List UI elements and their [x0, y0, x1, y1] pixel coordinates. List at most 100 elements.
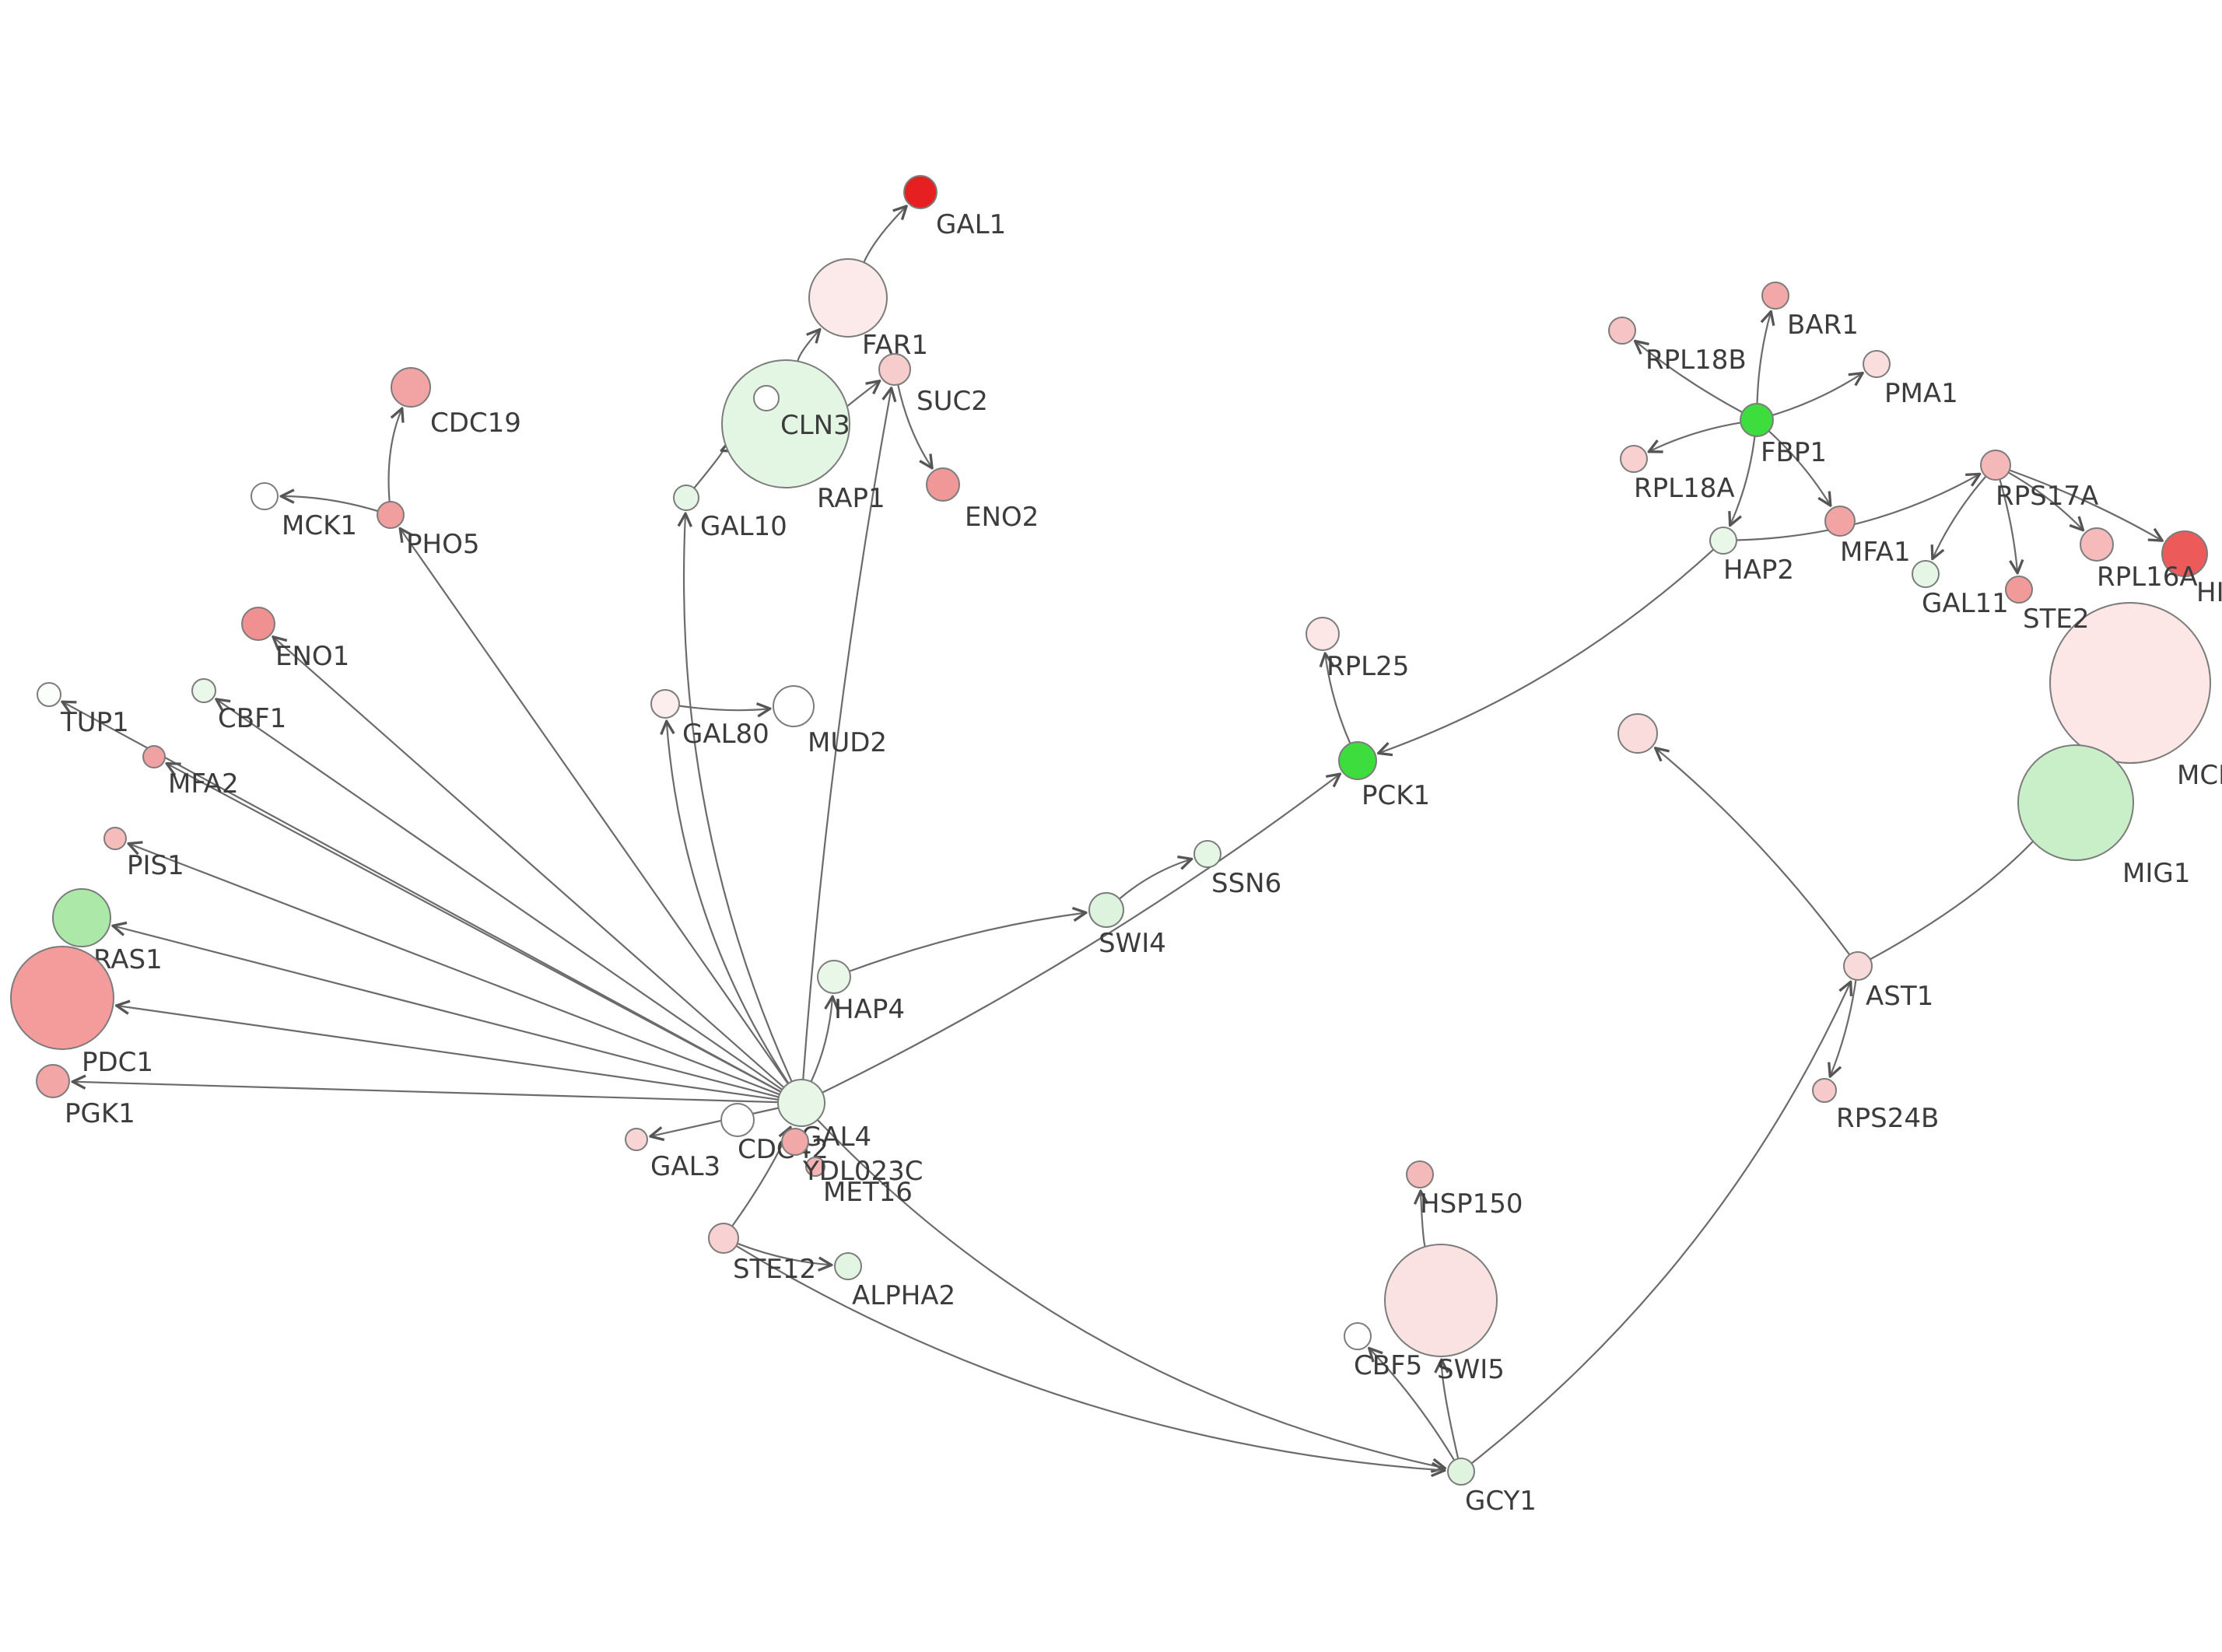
node-ENO1[interactable] — [241, 607, 275, 641]
node-CLN3[interactable] — [753, 385, 780, 411]
node-PCK1[interactable] — [1338, 741, 1377, 780]
edge-GAL80-MUD2[interactable] — [678, 705, 769, 710]
edge-AST1-RPS24B[interactable] — [1831, 979, 1857, 1076]
edge-RPS17A-GAL11[interactable] — [1933, 475, 1987, 558]
node-UNNAMED1[interactable] — [1617, 713, 1658, 754]
edge-RAP1-SUC2[interactable] — [846, 382, 879, 408]
edge-FBP1-BAR1[interactable] — [1756, 313, 1771, 404]
edge-GCY1-SWI5[interactable] — [1442, 1361, 1460, 1459]
edge-GAL4-PCK1[interactable] — [822, 775, 1339, 1094]
node-FAR1[interactable] — [808, 258, 888, 338]
node-CBF1[interactable] — [191, 678, 216, 703]
node-RPL25[interactable] — [1306, 617, 1340, 651]
node-ALPHA2[interactable] — [834, 1252, 862, 1280]
edge-HAP4-SWI4[interactable] — [849, 913, 1085, 972]
edge-SUC2-ENO2[interactable] — [897, 384, 931, 467]
edge-GAL4-TUP1[interactable] — [63, 702, 782, 1093]
edge-GAL4-PDC1[interactable] — [117, 1006, 779, 1101]
edge-FBP1-HAP2[interactable] — [1730, 436, 1756, 524]
node-MFA1[interactable] — [1824, 506, 1856, 537]
edge-GAL4-GAL3[interactable] — [652, 1107, 779, 1136]
edge-RPS17A-RPL16A[interactable] — [2007, 471, 2082, 529]
node-SWI5[interactable] — [1384, 1244, 1498, 1357]
edge-FBP1-MFA1[interactable] — [1768, 430, 1830, 504]
node-PGK1[interactable] — [36, 1064, 70, 1098]
edge-PHO5-MCK1[interactable] — [282, 496, 379, 513]
node-PHO5[interactable] — [377, 501, 405, 529]
node-MFA2[interactable] — [142, 745, 166, 768]
node-CDC42[interactable] — [720, 1103, 755, 1137]
edge-GAL4-PIS1[interactable] — [130, 844, 780, 1096]
node-GAL3[interactable] — [625, 1128, 648, 1151]
edge-AST1-UNNAMED1[interactable] — [1656, 749, 1851, 956]
edge-GAL4-GAL80[interactable] — [667, 723, 790, 1084]
edge-GAL4-HAP4[interactable] — [810, 998, 832, 1083]
node-PIS1[interactable] — [103, 827, 127, 850]
edge-SWI5-HSP150[interactable] — [1421, 1192, 1425, 1248]
node-RPL18B[interactable] — [1608, 317, 1636, 345]
edge-GAL4-RAS1[interactable] — [114, 926, 780, 1098]
edge-RAP1-FAR1[interactable] — [797, 331, 818, 362]
node-CDC19[interactable] — [391, 367, 431, 408]
edge-STE12-GCY1[interactable] — [735, 1244, 1443, 1471]
node-RAP1[interactable] — [721, 359, 850, 488]
node-SUC2[interactable] — [878, 353, 911, 386]
node-RPS24B[interactable] — [1812, 1078, 1837, 1103]
node-RAS1[interactable] — [52, 888, 111, 947]
edge-HAP2-PCK1[interactable] — [1379, 548, 1715, 752]
edge-GCY1-AST1[interactable] — [1470, 983, 1850, 1465]
edge-PHO5-CDC19[interactable] — [387, 410, 402, 502]
node-MUD2[interactable] — [773, 685, 815, 727]
node-FBP1[interactable] — [1740, 403, 1774, 437]
edge-FBP1-PMA1[interactable] — [1772, 374, 1862, 416]
node-GAL1[interactable] — [903, 175, 938, 209]
edge-HAP2-RPS17A[interactable] — [1736, 474, 1978, 541]
node-PMA1[interactable] — [1863, 350, 1891, 378]
node-SWI4[interactable] — [1088, 892, 1124, 928]
node-STE2[interactable] — [2005, 576, 2033, 604]
edge-STE12-ALPHA2[interactable] — [737, 1242, 830, 1265]
node-HAP2[interactable] — [1709, 527, 1737, 555]
node-GAL80[interactable] — [650, 689, 680, 719]
edge-GAL4-PGK1[interactable] — [74, 1082, 779, 1104]
node-YDL023C[interactable] — [781, 1128, 809, 1156]
node-MET16[interactable] — [805, 1157, 825, 1177]
edge-GAL4-SUC2[interactable] — [802, 390, 891, 1080]
edge-GAL10-RAP1[interactable] — [693, 450, 723, 489]
node-STE12[interactable] — [708, 1223, 739, 1254]
node-CBF5[interactable] — [1344, 1322, 1372, 1350]
edge-RPS17A-HIS4[interactable] — [2009, 469, 2161, 541]
node-HAP4[interactable] — [817, 960, 851, 994]
node-AST1[interactable] — [1843, 951, 1873, 981]
edge-RPS17A-STE2[interactable] — [1999, 478, 2017, 572]
node-MIG1[interactable] — [2017, 744, 2134, 861]
edge-FBP1-RPL18B[interactable] — [1636, 342, 1743, 414]
node-ENO2[interactable] — [926, 467, 960, 502]
node-SSN6[interactable] — [1193, 840, 1221, 868]
edge-GAL4-CBF1[interactable] — [217, 700, 783, 1090]
node-MCM1[interactable] — [2049, 602, 2211, 764]
edge-GAL4-GAL10[interactable] — [684, 515, 793, 1083]
edge-GAL4-GCY1[interactable] — [816, 1118, 1444, 1468]
node-RPS17A[interactable] — [1980, 450, 2011, 481]
edge-GAL4-ENO1[interactable] — [274, 638, 785, 1088]
node-MCK1[interactable] — [251, 482, 279, 510]
node-GCY1[interactable] — [1447, 1458, 1475, 1486]
node-PDC1[interactable] — [10, 946, 114, 1050]
node-TUP1[interactable] — [37, 682, 61, 707]
edge-GAL4-MFA2[interactable] — [168, 764, 782, 1093]
edge-FAR1-GAL1[interactable] — [863, 207, 906, 263]
node-BAR1[interactable] — [1761, 282, 1789, 310]
edge-GAL4-PHO5[interactable] — [401, 530, 789, 1085]
node-GAL4[interactable] — [777, 1079, 825, 1127]
node-RPL18A[interactable] — [1620, 445, 1648, 473]
node-GAL11[interactable] — [1912, 560, 1940, 588]
node-HSP150[interactable] — [1406, 1160, 1434, 1188]
node-RPL16A[interactable] — [2080, 527, 2114, 562]
node-HIS4[interactable] — [2161, 530, 2208, 577]
edge-SWI4-SSN6[interactable] — [1119, 859, 1190, 900]
edge-GCY1-CBF5[interactable] — [1370, 1349, 1456, 1461]
edge-FBP1-RPL18A[interactable] — [1650, 422, 1741, 451]
